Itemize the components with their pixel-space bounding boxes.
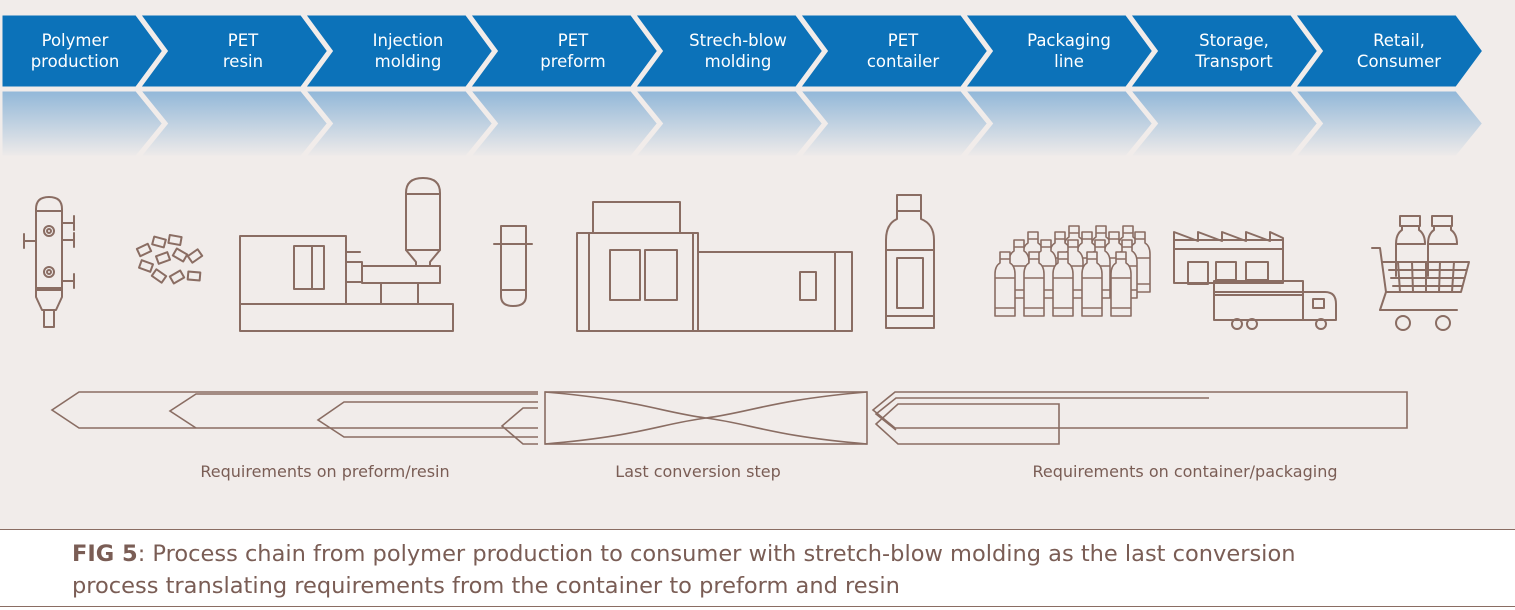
- step-label-line: Packaging: [1027, 31, 1111, 50]
- step-label-line: Strech-blow: [689, 31, 787, 50]
- step-label-line: molding: [374, 52, 442, 71]
- arrow-outline: [500, 407, 538, 445]
- bottle-shape: [1052, 251, 1074, 317]
- step-label-line: molding: [704, 52, 772, 71]
- group-label-requirements-preform-resin: Requirements on preform/resin: [200, 462, 450, 481]
- step-label-line: resin: [222, 52, 264, 71]
- center-conversion-shape: [544, 391, 868, 445]
- group-label-requirements-container-packaging: Requirements on container/packaging: [1032, 462, 1338, 481]
- arrow-outline: [168, 393, 538, 429]
- conversion-curve: [544, 391, 868, 445]
- injection-molding-machine-icon: [239, 177, 454, 332]
- step-label-pet-resin: PET resin: [168, 30, 318, 72]
- bottle-shape: [1081, 251, 1103, 317]
- conversion-frame: [544, 391, 868, 445]
- step-label-packaging-line: Packaging line: [994, 30, 1144, 72]
- step-label-line: Consumer: [1356, 52, 1442, 71]
- shopping-cart-icon: [1371, 215, 1470, 331]
- process-chain-figure: Polymer production PET resin Injection m…: [0, 0, 1515, 530]
- step-label-storage-transport: Storage, Transport: [1159, 30, 1309, 72]
- step-label-line: Injection: [372, 31, 444, 50]
- bottle-icon: [885, 194, 935, 329]
- bottle-shape: [1023, 251, 1045, 317]
- step-label-line: line: [1054, 52, 1084, 71]
- step-label-line: contailer: [866, 52, 940, 71]
- group-label-last-conversion-step: Last conversion step: [615, 462, 781, 481]
- process-chevron-band: [0, 10, 1489, 161]
- step-label-injection-molding: Injection molding: [333, 30, 483, 72]
- bottle-shape: [994, 251, 1016, 317]
- arrow-outline: [874, 397, 1209, 431]
- arrow-outline: [874, 403, 1060, 445]
- step-label-polymer-production: Polymer production: [0, 30, 150, 72]
- bottle-group-icon: [994, 225, 1151, 317]
- step-label-line: Storage,: [1199, 31, 1269, 50]
- step-label-line: Transport: [1195, 52, 1273, 71]
- step-label-pet-preform: PET preform: [498, 30, 648, 72]
- step-label-line: preform: [540, 52, 606, 71]
- figure-number: FIG 5: [72, 541, 138, 567]
- step-label-pet-container: PET contailer: [828, 30, 978, 72]
- step-label-stretch-blow-molding: Strech-blow molding: [663, 30, 813, 72]
- step-label-line: PET: [227, 31, 259, 50]
- arrow-outline: [50, 391, 538, 429]
- requirements-arrows: [50, 391, 1408, 445]
- arrow-outline: [316, 401, 538, 438]
- resin-pellets-icon: [135, 234, 204, 285]
- preform-icon: [493, 225, 533, 307]
- step-label-line: PET: [557, 31, 589, 50]
- stretch-blow-machine-icon: [576, 201, 853, 332]
- right-requirement-arrows: [871, 391, 1408, 445]
- caption-text: : Process chain from polymer production …: [72, 541, 1296, 599]
- left-requirement-arrows: [50, 391, 538, 445]
- caption-top-rule: [0, 529, 1515, 530]
- chevron-step-9: [1287, 10, 1489, 92]
- reactor-icon: [23, 196, 75, 328]
- step-label-retail-consumer: Retail, Consumer: [1324, 30, 1474, 72]
- caption-bottom-rule: [0, 606, 1515, 607]
- process-icons: [23, 177, 1470, 332]
- step-label-line: production: [30, 52, 120, 71]
- step-label-line: Retail,: [1373, 31, 1425, 50]
- arrow-outline: [871, 391, 1408, 429]
- figure-caption: FIG 5: Process chain from polymer produc…: [72, 538, 1372, 602]
- factory-truck-icon: [1173, 231, 1337, 330]
- step-label-line: Polymer: [41, 31, 109, 50]
- step-label-line: PET: [887, 31, 919, 50]
- bottle-shape: [1110, 251, 1132, 317]
